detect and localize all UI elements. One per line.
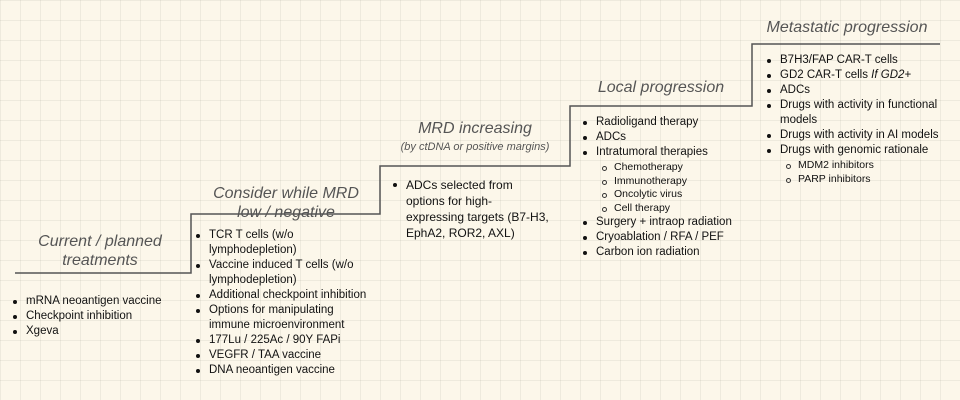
- stage-subtitle: (by ctDNA or positive margins): [400, 141, 550, 153]
- list-item: TCR T cells (w/o lymphodepletion): [193, 228, 368, 258]
- emphasis-note: If GD2+: [871, 69, 912, 81]
- stage-title-local: Local progression: [597, 79, 725, 96]
- sub-list-item: MDM2 inhibitors: [780, 159, 956, 173]
- stage-list-metastatic: B7H3/FAP CAR-T cells GD2 CAR-T cells If …: [764, 53, 956, 186]
- stage-title-current: Current / planned treatments: [38, 233, 162, 269]
- sub-list-item: Cell therapy: [596, 202, 755, 216]
- list-item: GD2 CAR-T cells If GD2+: [764, 68, 956, 83]
- sub-list-item: Oncolytic virus: [596, 188, 755, 202]
- stage-title-mrd-low: Consider while MRD low / negative: [213, 185, 359, 221]
- list-item: ADCs: [764, 83, 956, 98]
- list-item: DNA neoantigen vaccine: [193, 363, 368, 378]
- list-item: Options for manipulating immune microenv…: [193, 303, 368, 333]
- sub-list-item: PARP inhibitors: [780, 173, 956, 187]
- list-item: Checkpoint inhibition: [10, 309, 190, 324]
- sub-list-item: Chemotherapy: [596, 161, 755, 175]
- list-item: Cryoablation / RFA / PEF: [580, 230, 755, 245]
- list-item: B7H3/FAP CAR-T cells: [764, 53, 956, 68]
- list-item: Radioligand therapy: [580, 115, 755, 130]
- list-item: Additional checkpoint inhibition: [193, 288, 368, 303]
- stage-title-metastatic: Metastatic progression: [766, 19, 928, 36]
- list-item: Drugs with activity in AI models: [764, 128, 956, 143]
- stage-list-current: mRNA neoantigen vaccine Checkpoint inhib…: [10, 294, 190, 339]
- list-item: VEGFR / TAA vaccine: [193, 348, 368, 363]
- list-item: Surgery + intraop radiation: [580, 215, 755, 230]
- list-item: mRNA neoantigen vaccine: [10, 294, 190, 309]
- sub-list-item: Immunotherapy: [596, 175, 755, 189]
- stage-list-mrd-increasing: ADCs selected from options for high-expr…: [390, 177, 550, 241]
- stage-list-local: Radioligand therapy ADCs Intratumoral th…: [580, 115, 755, 260]
- list-item: Vaccine induced T cells (w/o lymphodeple…: [193, 258, 368, 288]
- stage-list-mrd-low: TCR T cells (w/o lymphodepletion) Vaccin…: [193, 228, 368, 378]
- stage-title-mrd-increasing: MRD increasing (by ctDNA or positive mar…: [382, 119, 568, 154]
- list-item: Carbon ion radiation: [580, 245, 755, 260]
- list-item: Xgeva: [10, 324, 190, 339]
- list-item: ADCs: [580, 130, 755, 145]
- list-item: ADCs selected from options for high-expr…: [390, 177, 550, 241]
- list-item: Drugs with genomic rationale MDM2 inhibi…: [764, 143, 956, 186]
- list-item: Drugs with activity in functional models: [764, 98, 956, 128]
- sub-list: MDM2 inhibitors PARP inhibitors: [780, 159, 956, 186]
- list-item: 177Lu / 225Ac / 90Y FAPi: [193, 333, 368, 348]
- list-item: Intratumoral therapies Chemotherapy Immu…: [580, 145, 755, 215]
- sub-list: Chemotherapy Immunotherapy Oncolytic vir…: [596, 161, 755, 215]
